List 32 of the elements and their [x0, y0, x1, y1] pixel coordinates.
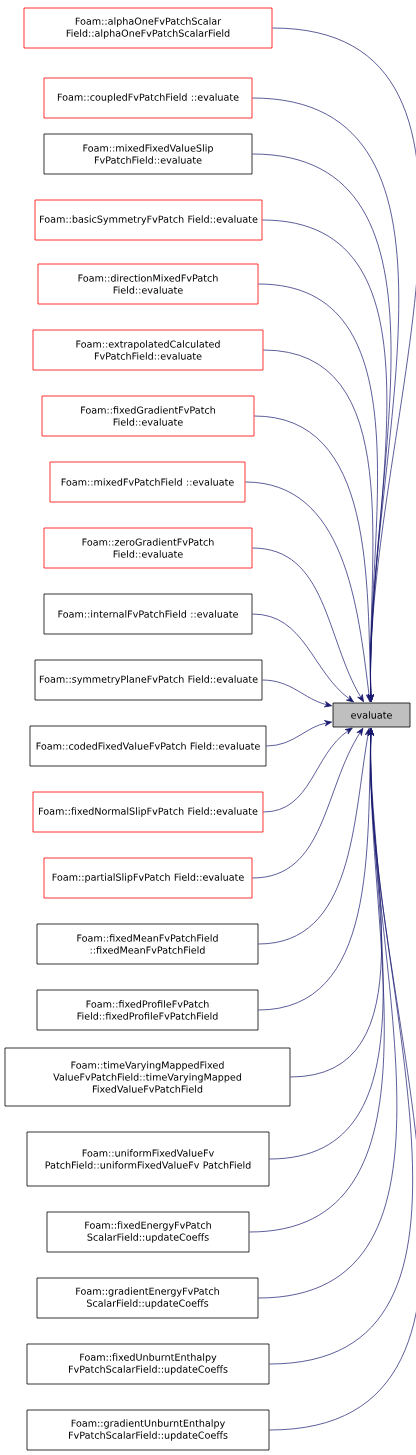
function-box: Foam::fixedEnergyFvPatch ScalarField::updateCoeffs — [46, 1211, 250, 1253]
function-box: Foam::zeroGradientFvPatch Field::evaluate — [43, 527, 253, 569]
arrow — [258, 728, 371, 945]
arrow — [245, 481, 373, 702]
arrow — [262, 679, 332, 708]
function-box: Foam::uniformFixedValueFv PatchField::uniformFixedValueFv PatchField — [26, 1131, 270, 1187]
function-box: Foam::internalFvPatchField ::evaluate — [43, 593, 253, 635]
function-box: Foam::fixedNormalSlipFvPatch Field::evaluate — [32, 791, 264, 833]
arrow — [254, 415, 374, 702]
function-box: Foam::basicSymmetryFvPatch Field::evaluate — [34, 199, 263, 241]
function-box: Foam::mixedFixedValueSlip FvPatchField::evaluate — [43, 133, 253, 175]
function-box: Foam::timeVaryingMappedFixed ValueFvPatchField::timeVaryingMapped FixedValueFvPatchField — [4, 1047, 291, 1107]
function-box: Foam::symmetryPlaneFvPatch Field::evaluate — [34, 659, 263, 701]
arrow — [252, 547, 364, 703]
function-box: Foam::fixedMeanFvPatchField ::fixedMeanFvPatchField — [36, 923, 259, 965]
function-box: Foam::gradientUnburntEnthalpy FvPatchScalarField::updateCoeffs — [26, 1409, 270, 1451]
function-box: Foam::gradientEnergyFvPatch ScalarField::updateCoeffs — [36, 1277, 259, 1319]
arrow — [252, 727, 364, 879]
arrow — [252, 613, 354, 703]
function-box: Foam::extrapolatedCalculated FvPatchField::evaluate — [32, 329, 264, 371]
function-box: Foam::coupledFvPatchField ::evaluate — [43, 77, 253, 119]
function-box: Foam::mixedFvPatchField ::evaluate — [49, 461, 246, 503]
function-box: Foam::alphaOneFvPatchScalar Field::alphaOneFvPatchScalarField — [23, 7, 273, 49]
function-box: Foam::codedFixedValueFvPatch Field::evaluate — [29, 725, 267, 767]
function-box: evaluate — [332, 702, 411, 728]
function-box: Foam::fixedUnburntEnthalpy FvPatchScalarField::updateCoeffs — [26, 1343, 270, 1385]
arrow — [266, 720, 332, 747]
function-box: Foam::directionMixedFvPatch Field::evaluate — [37, 263, 259, 305]
function-box: Foam::fixedGradientFvPatch Field::evaluate — [41, 395, 255, 437]
arrow — [263, 727, 353, 813]
function-box: Foam::fixedProfileFvPatch Field::fixedProfileFvPatchField — [36, 989, 259, 1031]
function-box: Foam::partialSlipFvPatch Field::evaluate — [43, 857, 253, 899]
